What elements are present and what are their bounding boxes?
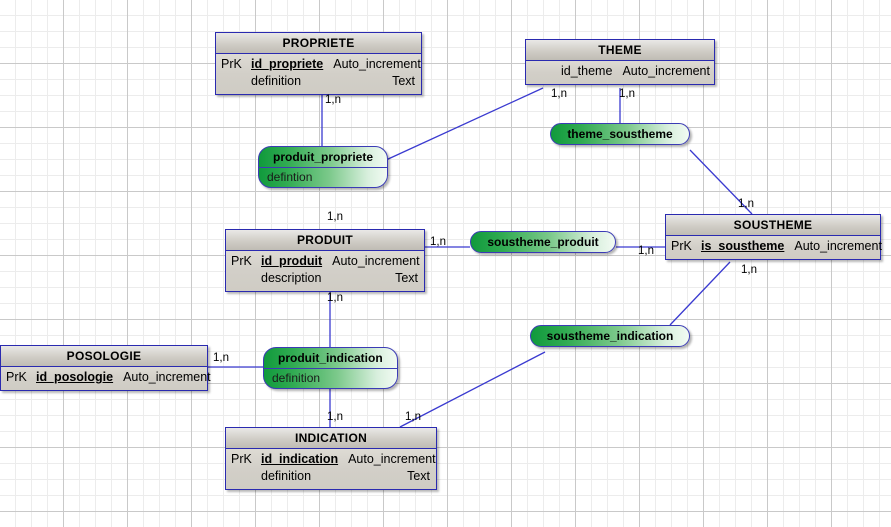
attribute-name: id_posologie [36, 370, 114, 384]
relation-produit_indication[interactable]: produit_indication definition [263, 347, 398, 389]
attribute-row[interactable]: PrK id_posologie Auto_increment [1, 369, 211, 386]
card-soustheme-topleft: 1,n [738, 198, 754, 210]
attribute-row[interactable]: PrK id_produit Auto_increment [226, 253, 424, 270]
attribute-type: Auto_increment [348, 452, 436, 466]
attribute-row[interactable]: PrK id_propriete Auto_increment [216, 56, 421, 73]
attribute-key-flag: PrK [671, 239, 692, 253]
relation-title-produit_propriete: produit_propriete [259, 147, 388, 168]
entity-title-theme: THEME [526, 40, 714, 61]
card-propriete-bottom: 1,n [325, 94, 341, 106]
card-produit-right: 1,n [430, 236, 446, 248]
entity-title-indication: INDICATION [226, 428, 436, 449]
card-soustheme-bottom: 1,n [741, 264, 757, 276]
entity-attributes-posologie: PrK id_posologie Auto_increment [1, 367, 211, 390]
card-posologie-right: 1,n [213, 352, 229, 364]
relation-title-soustheme_produit: soustheme_produit [487, 235, 599, 249]
connector-theme-produit_propriete[interactable] [385, 87, 544, 161]
connector-soustheme_indication-soustheme[interactable] [669, 261, 731, 326]
attribute-key-flag: PrK [231, 452, 252, 466]
connector-theme_soustheme-soustheme[interactable] [689, 149, 753, 215]
attribute-row[interactable]: definition Text [226, 468, 436, 485]
attribute-name: is_soustheme [701, 239, 785, 253]
entity-title-propriete: PROPRIETE [216, 33, 421, 54]
relation-produit_propriete[interactable]: produit_propriete defintion [258, 146, 389, 188]
attribute-name: definition [261, 469, 312, 483]
card-indication-topright: 1,n [405, 411, 421, 423]
attribute-row[interactable]: id_theme Auto_increment [526, 63, 714, 80]
entity-title-soustheme: SOUSTHEME [666, 215, 880, 236]
relation-soustheme_produit[interactable]: soustheme_produit [470, 231, 616, 253]
attribute-name: id_indication [261, 452, 339, 466]
attribute-key-flag: PrK [231, 254, 252, 268]
entity-attributes-indication: PrK id_indication Auto_increment definition… [226, 449, 436, 489]
card-produit-bottom: 1,n [327, 292, 343, 304]
entity-soustheme[interactable]: SOUSTHEME PrK is_soustheme Auto_increment [665, 214, 882, 260]
connector-indication-soustheme_indication[interactable] [399, 351, 546, 428]
attribute-type: Auto_increment [333, 57, 421, 71]
attribute-key-flag: PrK [221, 57, 242, 71]
entity-theme[interactable]: THEME id_theme Auto_increment [525, 39, 715, 85]
attribute-key-flag: PrK [6, 370, 27, 384]
card-soustheme-left: 1,n [638, 245, 654, 257]
entity-attributes-propriete: PrK id_propriete Auto_increment definition T… [216, 54, 421, 94]
attribute-row[interactable]: PrK is_soustheme Auto_increment [666, 238, 882, 255]
attribute-type: Auto_increment [123, 370, 211, 384]
card-theme-right: 1,n [619, 88, 635, 100]
card-theme-left: 1,n [551, 88, 567, 100]
relation-soustheme_indication[interactable]: soustheme_indication [530, 325, 690, 347]
attribute-name: description [261, 271, 322, 285]
entity-posologie[interactable]: POSOLOGIE PrK id_posologie Auto_increment [0, 345, 211, 391]
entity-attributes-theme: id_theme Auto_increment [526, 61, 714, 84]
relation-title-soustheme_indication: soustheme_indication [546, 329, 674, 343]
attribute-row[interactable]: description Text [226, 270, 424, 287]
attribute-name: id_theme [561, 64, 613, 78]
attribute-name: definition [251, 74, 302, 88]
card-indication-topleft: 1,n [327, 411, 343, 423]
entity-attributes-produit: PrK id_produit Auto_increment description Te… [226, 251, 424, 291]
attribute-type: Text [407, 469, 430, 483]
attribute-type: Auto_increment [332, 254, 420, 268]
attribute-name: id_produit [261, 254, 323, 268]
entity-title-produit: PRODUIT [226, 230, 424, 251]
relation-attribute-produit_propriete: defintion [267, 170, 313, 184]
attribute-type: Text [392, 74, 415, 88]
relation-attribute-produit_indication: definition [272, 371, 321, 385]
card-produit-top: 1,n [327, 211, 343, 223]
relation-title-produit_indication: produit_indication [264, 348, 397, 369]
attribute-type: Text [395, 271, 418, 285]
entity-attributes-soustheme: PrK is_soustheme Auto_increment [666, 236, 882, 259]
attribute-row[interactable]: PrK id_indication Auto_increment [226, 451, 436, 468]
attribute-row[interactable]: definition Text [216, 73, 421, 90]
entity-title-posologie: POSOLOGIE [1, 346, 207, 367]
relation-title-theme_soustheme: theme_soustheme [567, 127, 673, 141]
attribute-type: Auto_increment [622, 64, 710, 78]
entity-indication[interactable]: INDICATION PrK id_indication Auto_increment… [225, 427, 437, 490]
relation-theme_soustheme[interactable]: theme_soustheme [550, 123, 690, 145]
attribute-type: Auto_increment [794, 239, 882, 253]
attribute-name: id_propriete [251, 57, 324, 71]
